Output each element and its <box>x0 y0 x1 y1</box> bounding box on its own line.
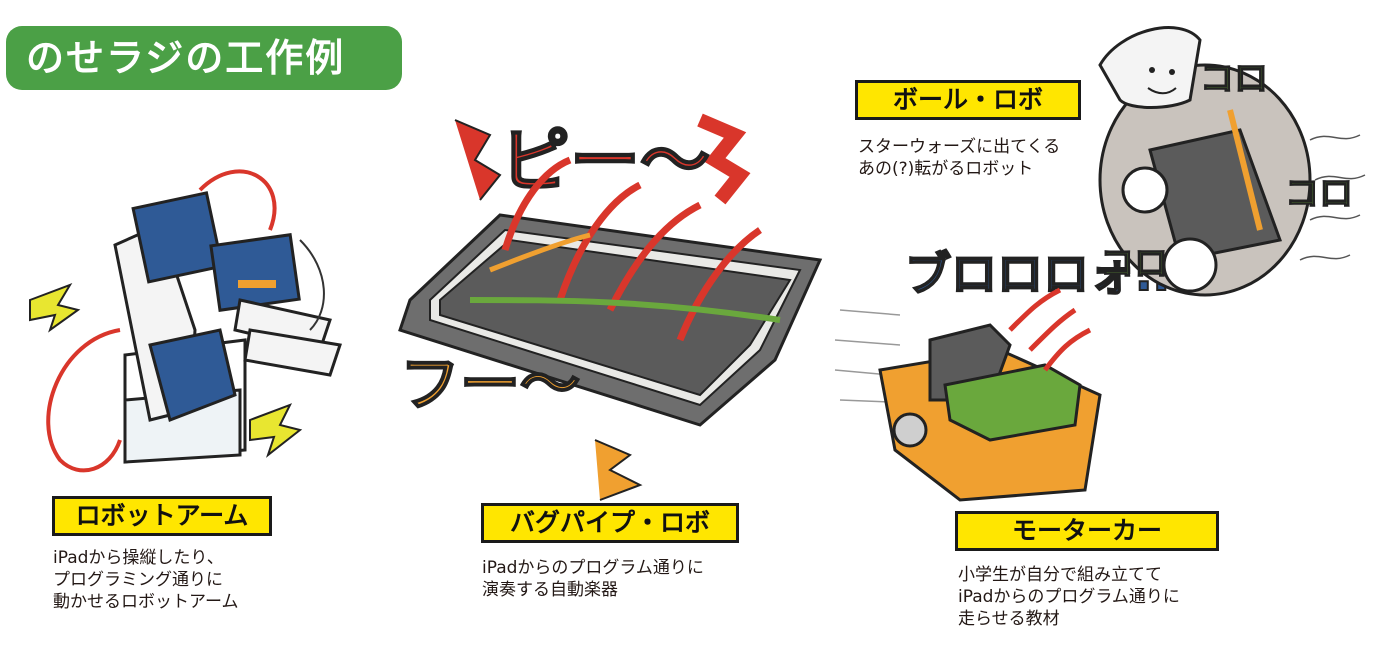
robot-arm-description: iPadから操縦したり、 プログラミング通りに 動かせるロボットアーム <box>53 548 239 612</box>
roll-sound-text-3: コロ <box>1100 244 1168 284</box>
motor-car-illustration: ブロロロォ.. <box>834 246 1171 502</box>
title-banner <box>6 26 402 90</box>
page-title: のせラジの工作例 <box>26 36 346 80</box>
bagpipe-robot-description: iPadからのプログラム通りに 演奏する自動楽器 <box>482 558 704 600</box>
roll-sound-text-2: コロ <box>1285 174 1353 214</box>
robot-arm-illustration <box>29 169 342 473</box>
motor-car-label: モーターカー <box>955 511 1219 551</box>
bagpipe-robot-illustration: ピー〜 フー〜 <box>398 113 823 501</box>
bagpipe-robot-label: バグパイプ・ロボ <box>481 503 739 543</box>
vroom-sound-text: ブロロロォ.. <box>905 247 1170 301</box>
motor-car-description: 小学生が自分で組み立てて iPadからのプログラム通りに 走らせる教材 <box>958 565 1180 629</box>
puff-sound-text: フー〜 <box>400 350 580 420</box>
ball-robot-description: スターウォーズに出てくる あの(?)転がるロボット <box>858 137 1061 179</box>
roll-sound-text-1: コロ <box>1200 59 1268 99</box>
robot-arm-label: ロボットアーム <box>52 496 272 536</box>
ball-robot-illustration: コロ コロ コロ <box>1098 26 1366 297</box>
ball-robot-label: ボール・ロボ <box>855 80 1081 120</box>
